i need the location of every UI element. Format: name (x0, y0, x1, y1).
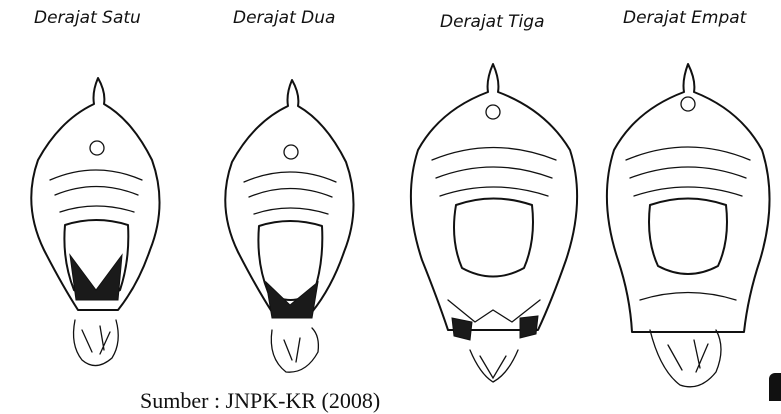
illustration-degree-1 (31, 78, 159, 366)
illustration-degree-3 (411, 64, 577, 382)
illustration-degree-4 (607, 64, 770, 387)
edge-mark (769, 373, 781, 401)
diagram-canvas: Derajat Satu Derajat Dua Derajat Tiga De… (0, 0, 781, 401)
illustration-degree-2 (225, 80, 353, 372)
source-caption: Sumber : JNPK-KR (2008) (140, 388, 380, 414)
perineum-illustrations (0, 0, 781, 401)
